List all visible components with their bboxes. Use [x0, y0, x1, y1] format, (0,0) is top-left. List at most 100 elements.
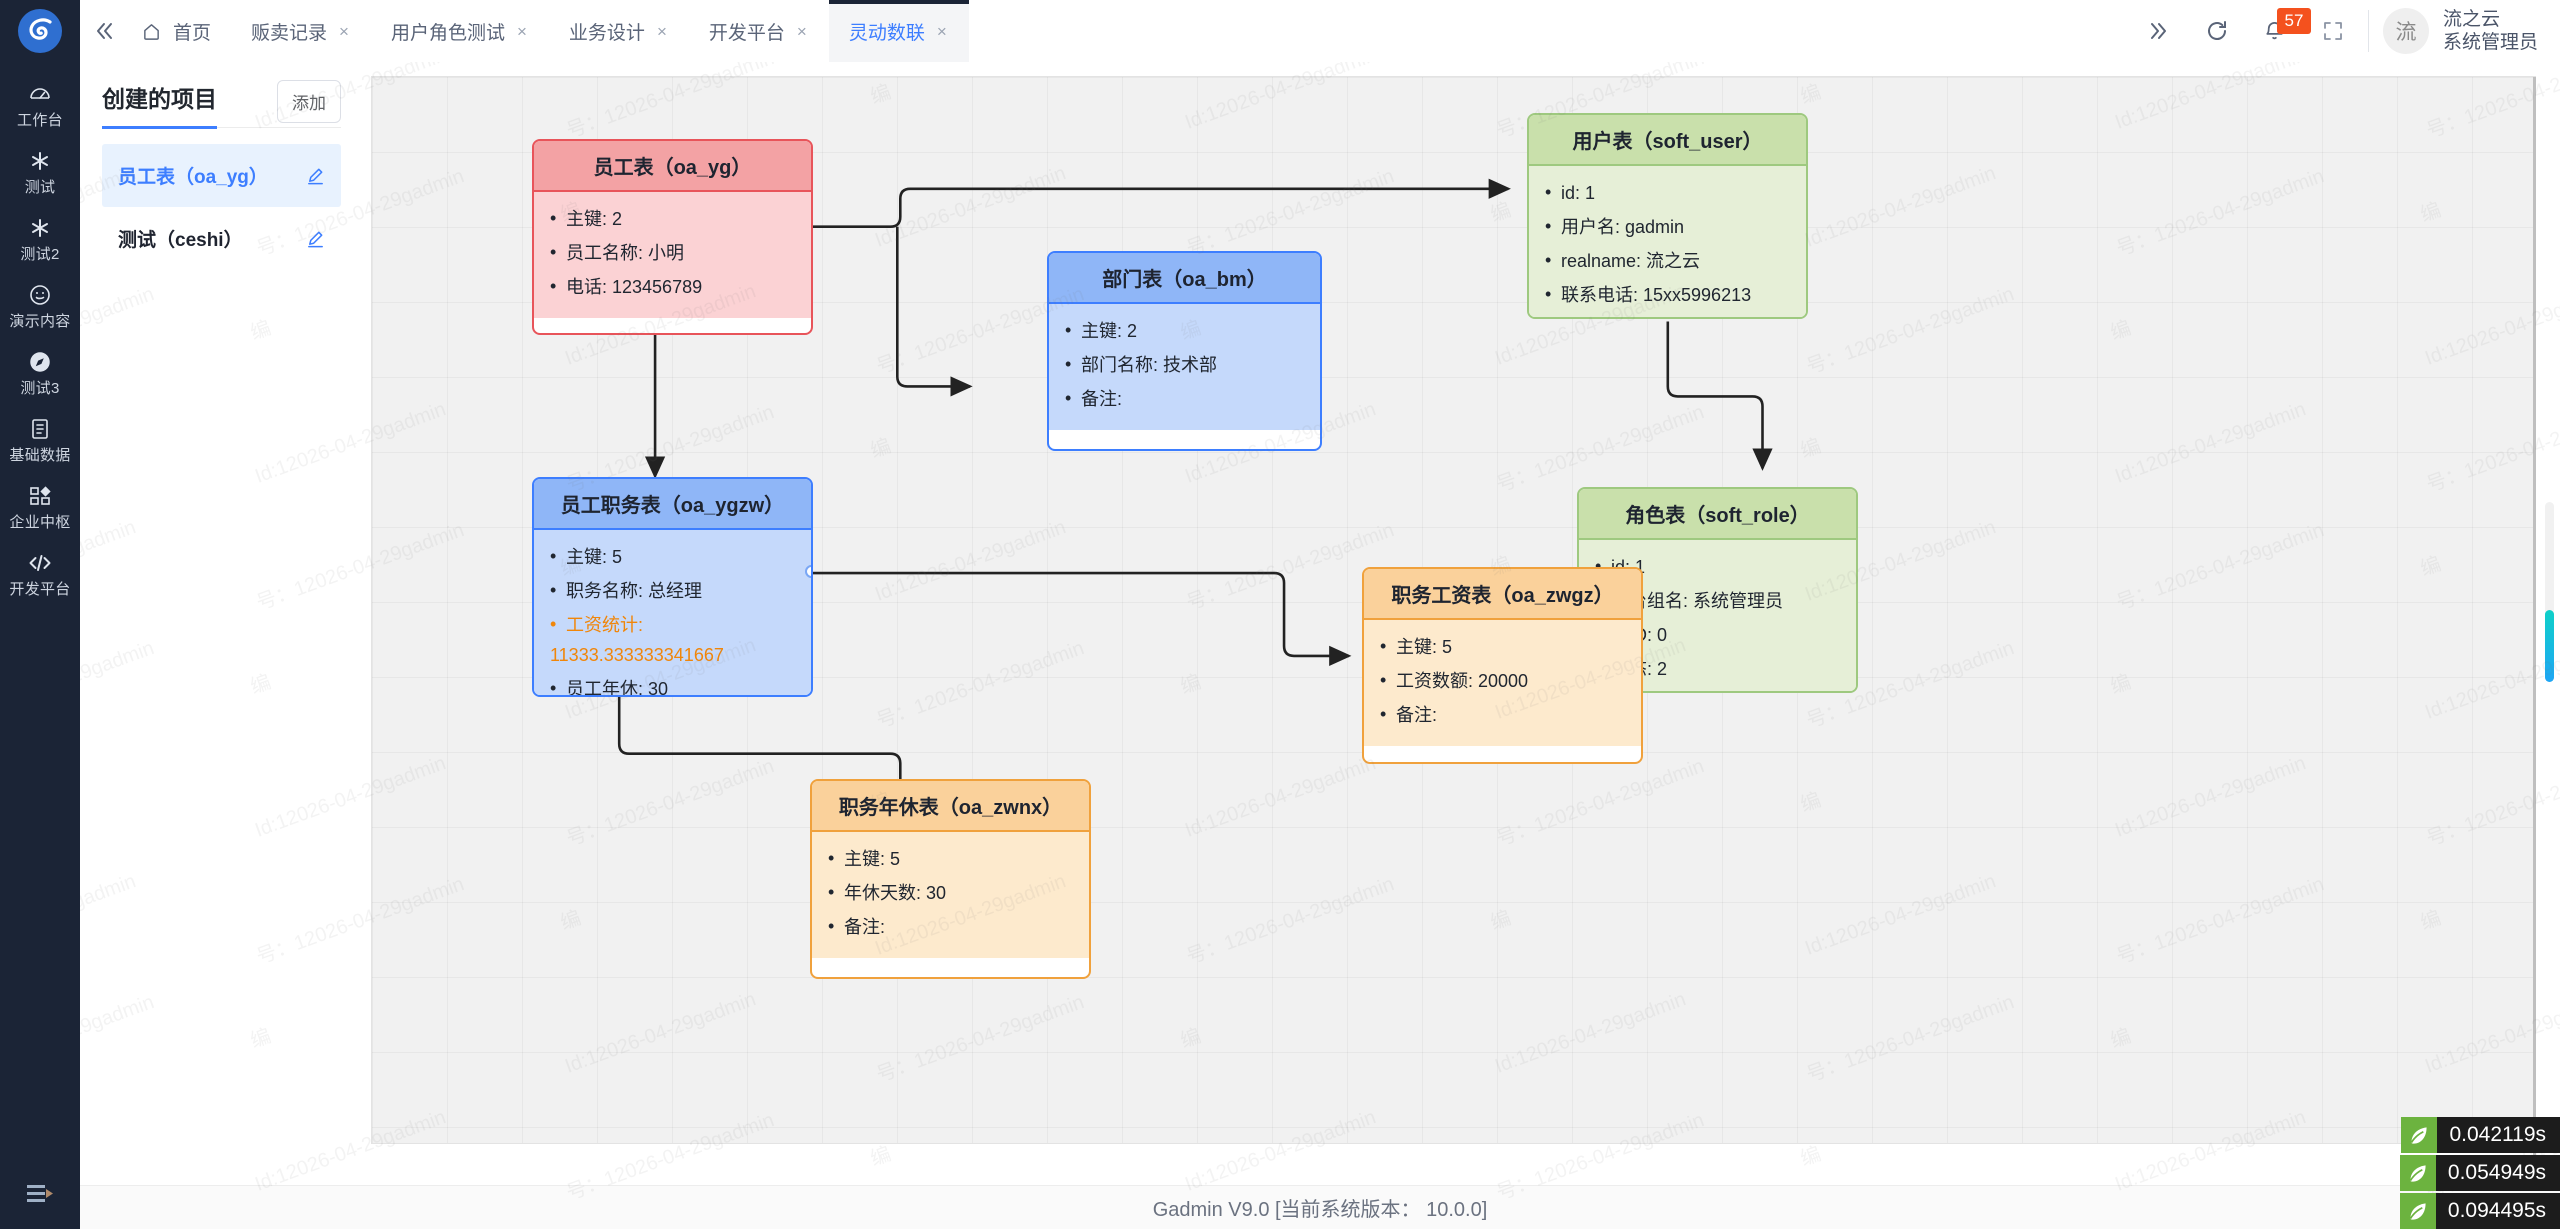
node-port[interactable]	[805, 565, 811, 578]
er-diagram-canvas[interactable]: 员工表（oa_yg） 主键: 2 员工名称: 小明 电话: 123456789 …	[371, 76, 2536, 1144]
sidebar-item-test2[interactable]: 测试2	[0, 206, 80, 273]
divider	[102, 127, 341, 128]
tab-bar: 首页 贩卖记录 × 用户角色测试 × 业务设计 × 开发平台 ×	[126, 0, 2130, 62]
close-icon[interactable]: ×	[516, 21, 527, 41]
sidebar-collapse-button[interactable]	[80, 0, 126, 62]
pencil-icon[interactable]	[306, 229, 325, 248]
tab-sales-record[interactable]: 贩卖记录 ×	[231, 0, 371, 62]
node-oa-yg[interactable]: 员工表（oa_yg） 主键: 2 员工名称: 小明 电话: 123456789	[532, 139, 813, 335]
toolbar-divider	[2367, 10, 2369, 52]
node-title: 职务年休表（oa_zwnx）	[812, 781, 1089, 832]
refresh-button[interactable]	[2188, 0, 2246, 62]
node-field-highlighted-value: 11333.333333341667	[550, 644, 724, 665]
tab-lingdong-shulian[interactable]: 灵动数联 ×	[828, 0, 969, 62]
node-title: 员工表（oa_yg）	[534, 141, 811, 192]
smiley-icon	[28, 282, 52, 308]
tab-label: 贩卖记录	[251, 22, 328, 44]
perf-row[interactable]: 0.094495s	[2399, 1193, 2560, 1229]
node-title: 角色表（soft_role）	[1579, 489, 1856, 540]
sidebar-item-demo-content[interactable]: 演示内容	[0, 273, 80, 340]
primary-nav-rail: 工作台 测试 测试2	[0, 0, 80, 1229]
sidebar-item-enterprise-hub[interactable]: 企业中枢	[0, 474, 80, 541]
edge-user-to-role	[1666, 321, 1773, 471]
project-list: 员工表（oa_yg） 测试（ceshi）	[102, 144, 341, 270]
node-field: 员工年休: 30	[550, 675, 795, 695]
fullscreen-button[interactable]	[2304, 0, 2362, 62]
sidebar-item-test3[interactable]: 测试3	[0, 340, 80, 407]
spiral-logo-icon	[18, 9, 62, 53]
scrollbar-thumb[interactable]	[2545, 610, 2554, 682]
node-oa-zwnx[interactable]: 职务年休表（oa_zwnx） 主键: 5 年休天数: 30 备注:	[810, 779, 1091, 979]
tab-business-design[interactable]: 业务设计 ×	[549, 0, 689, 62]
close-icon[interactable]: ×	[339, 21, 349, 41]
tab-home[interactable]: 首页	[126, 0, 231, 62]
node-field: 主键: 5	[828, 845, 1073, 874]
dashboard-icon	[28, 81, 52, 107]
node-field: 电话: 123456789	[550, 273, 795, 302]
node-soft-user[interactable]: 用户表（soft_user） id: 1 用户名: gadmin realnam…	[1527, 113, 1808, 319]
pencil-icon[interactable]	[306, 166, 325, 185]
sidebar-item-label: 工作台	[17, 112, 63, 129]
canvas-right-rule	[2533, 77, 2536, 1185]
node-field: 备注:	[1065, 385, 1304, 414]
close-icon[interactable]: ×	[796, 21, 807, 41]
node-field: 职务名称: 总经理	[550, 577, 795, 606]
perf-time: 0.042119s	[2437, 1117, 2560, 1153]
tab-label: 灵动数联	[848, 22, 925, 44]
app-logo	[0, 0, 80, 62]
user-name: 流之云	[2442, 8, 2500, 30]
node-field: realname: 流之云	[1545, 247, 1790, 276]
leaf-icon	[2401, 1117, 2438, 1153]
tab-label: 业务设计	[568, 22, 645, 44]
project-item-ceshi[interactable]: 测试（ceshi）	[102, 207, 341, 270]
sidebar-item-label: 开发平台	[9, 581, 71, 598]
sidebar-item-label: 测试	[24, 179, 56, 196]
node-title: 用户表（soft_user）	[1529, 115, 1806, 166]
project-item-label: 员工表（oa_yg）	[118, 167, 268, 188]
menu-expand-icon[interactable]	[0, 1181, 80, 1207]
tab-label: 开发平台	[708, 22, 785, 44]
close-icon[interactable]: ×	[656, 21, 667, 41]
home-icon	[142, 22, 161, 41]
sidebar-item-basic-data[interactable]: 基础数据	[0, 407, 80, 474]
close-icon[interactable]: ×	[936, 21, 947, 41]
status-bar: Gadmin V9.0 [当前系统版本： 10.0.0]	[80, 1185, 2560, 1229]
node-field: 工资数额: 20000	[1380, 667, 1625, 696]
node-field: 主键: 2	[1065, 317, 1304, 346]
node-field: 联系电话: 15xx5996213	[1545, 281, 1790, 310]
node-title: 职务工资表（oa_zwgz）	[1364, 569, 1641, 620]
node-field: 员工名称: 小明	[550, 239, 795, 268]
leaf-icon	[2399, 1193, 2436, 1229]
project-panel: 创建的项目 添加 员工表（oa_yg） 测	[80, 62, 363, 1185]
sidebar-item-workbench[interactable]: 工作台	[0, 72, 80, 139]
leaf-icon	[2399, 1155, 2436, 1191]
sidebar-item-dev-platform[interactable]: 开发平台	[0, 541, 80, 608]
avatar: 流	[2382, 8, 2429, 54]
tab-label: 用户角色测试	[390, 22, 505, 44]
user-menu[interactable]: 流 流之云 系统管理员	[2382, 8, 2538, 54]
sidebar-item-label: 企业中枢	[9, 514, 71, 531]
edge-yg-to-bm	[896, 226, 973, 397]
apps-icon	[28, 483, 52, 509]
node-field: 部门名称: 技术部	[1065, 351, 1304, 380]
vertical-scrollbar[interactable]	[2545, 502, 2554, 682]
project-item-oa-yg[interactable]: 员工表（oa_yg）	[102, 144, 341, 207]
perf-row[interactable]: 0.054949s	[2399, 1155, 2560, 1191]
tab-dev-platform[interactable]: 开发平台 ×	[689, 0, 829, 62]
tab-user-role-test[interactable]: 用户角色测试 ×	[371, 0, 549, 62]
sidebar-item-test[interactable]: 测试	[0, 139, 80, 206]
node-oa-zwgz[interactable]: 职务工资表（oa_zwgz） 主键: 5 工资数额: 20000 备注:	[1362, 567, 1643, 764]
edge-ygzw-to-zwgz	[790, 571, 1352, 667]
node-oa-bm[interactable]: 部门表（oa_bm） 主键: 2 部门名称: 技术部 备注:	[1047, 251, 1322, 451]
perf-row[interactable]: 0.042119s	[2400, 1117, 2560, 1153]
sidebar-item-label: 基础数据	[9, 447, 71, 464]
asterisk-icon	[28, 148, 52, 174]
node-oa-ygzw[interactable]: 员工职务表（oa_ygzw） 主键: 5 职务名称: 总经理 工资统计: 113…	[532, 477, 813, 697]
sidebar-item-label: 测试2	[20, 246, 60, 263]
clipboard-icon	[29, 416, 51, 442]
more-tabs-button[interactable]	[2130, 0, 2188, 62]
add-project-button[interactable]: 添加	[277, 80, 341, 123]
user-role: 系统管理员	[2442, 32, 2538, 53]
notifications-button[interactable]: 57	[2246, 0, 2311, 62]
